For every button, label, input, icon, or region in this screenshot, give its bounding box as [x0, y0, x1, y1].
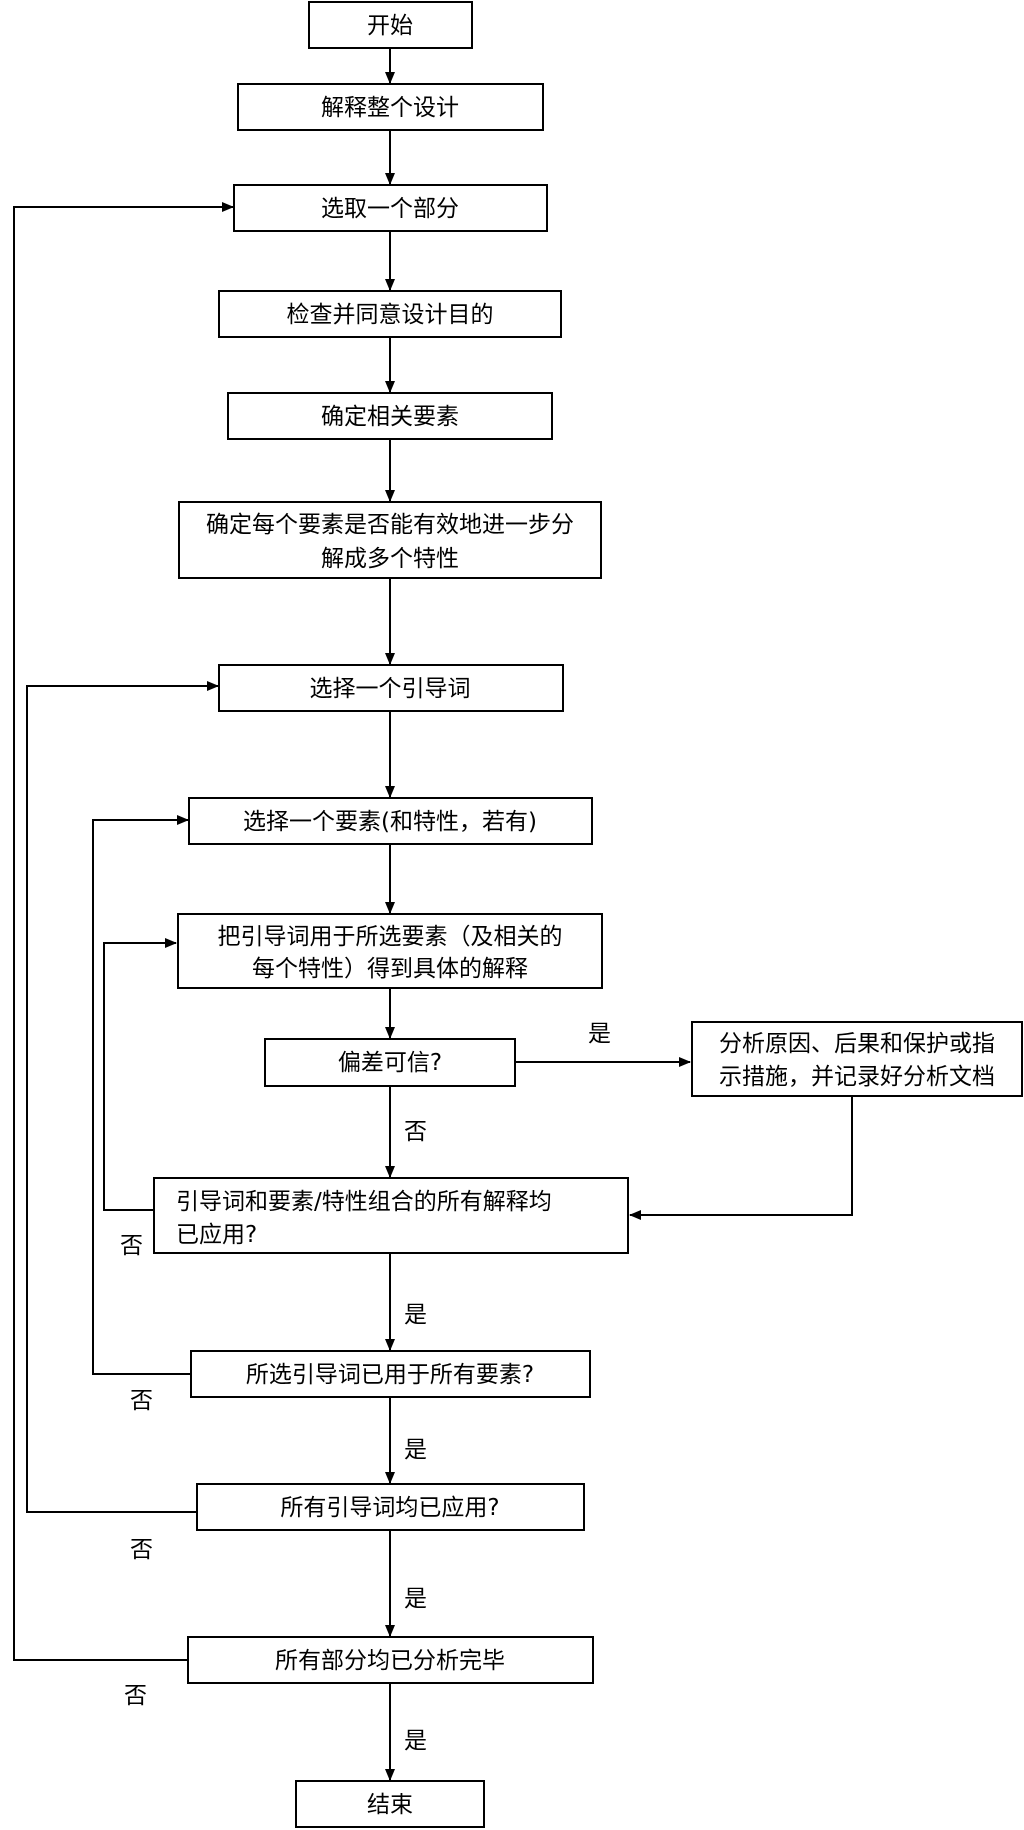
label-interpretations-yes: 是 [404, 1302, 427, 1328]
node-label: 选择一个要素(和特性，若有) [243, 809, 537, 835]
node-deviation-credible: 偏差可信? [264, 1038, 516, 1087]
node-label: 选择一个引导词 [310, 676, 471, 702]
node-label-line2: 已应用? [176, 1222, 257, 1248]
node-label-line2: 每个特性）得到具体的解释 [252, 956, 528, 982]
node-all-guidewords: 所有引导词均已应用? [196, 1483, 585, 1531]
node-select-element: 选择一个要素(和特性，若有) [188, 797, 593, 845]
node-label: 确定相关要素 [321, 404, 459, 430]
node-guideword-all-elements: 所选引导词已用于所有要素? [190, 1350, 591, 1398]
label-deviation-yes: 是 [588, 1021, 611, 1047]
node-explain-design: 解释整个设计 [237, 83, 544, 131]
node-label: 所有部分均已分析完毕 [275, 1648, 505, 1674]
node-label: 解释整个设计 [321, 95, 459, 121]
edge-analyze-interpretations [629, 1096, 853, 1220]
node-select-guideword: 选择一个引导词 [218, 664, 564, 712]
label-parts-yes: 是 [404, 1728, 427, 1754]
edge-parts-loop-select-part [13, 202, 234, 1661]
node-label-line1: 分析原因、后果和保护或指 [719, 1031, 995, 1057]
node-label: 所选引导词已用于所有要素? [246, 1362, 534, 1388]
edge-elements-loop-element [92, 815, 190, 1375]
node-label: 结束 [367, 1792, 413, 1818]
label-parts-no: 否 [124, 1683, 147, 1709]
edge-labels: 是 否 否 是 否 是 否 是 否 是 [120, 1021, 611, 1754]
edge-guidewords-loop-guideword [26, 681, 219, 1513]
node-label: 检查并同意设计目的 [287, 302, 494, 328]
node-label-line1: 引导词和要素/特性组合的所有解释均 [176, 1189, 552, 1215]
node-identify-elements: 确定相关要素 [227, 392, 553, 440]
edge-interpretations-loop-apply [103, 938, 177, 1211]
node-apply-guideword: 把引导词用于所选要素（及相关的 每个特性）得到具体的解释 [177, 913, 603, 989]
label-guidewords-yes: 是 [404, 1586, 427, 1612]
node-end: 结束 [295, 1780, 485, 1828]
node-label: 偏差可信? [338, 1050, 442, 1076]
label-elements-no: 否 [130, 1388, 153, 1414]
node-label-line2: 示措施，并记录好分析文档 [719, 1064, 995, 1090]
node-label: 选取一个部分 [321, 196, 459, 222]
edges [13, 48, 853, 1781]
node-all-interpretations: 引导词和要素/特性组合的所有解释均 已应用? [153, 1177, 629, 1254]
label-elements-yes: 是 [404, 1437, 427, 1463]
node-analyze: 分析原因、后果和保护或指 示措施，并记录好分析文档 [691, 1021, 1023, 1097]
label-deviation-no: 否 [404, 1119, 427, 1145]
node-label: 所有引导词均已应用? [280, 1495, 499, 1521]
node-all-parts: 所有部分均已分析完毕 [187, 1636, 594, 1684]
node-select-part: 选取一个部分 [233, 184, 548, 232]
node-label-line2: 解成多个特性 [321, 546, 459, 572]
node-decompose: 确定每个要素是否能有效地进一步分 解成多个特性 [178, 501, 602, 579]
node-label-line1: 确定每个要素是否能有效地进一步分 [206, 512, 574, 538]
node-label: 开始 [367, 13, 413, 39]
node-start: 开始 [308, 1, 473, 49]
label-interpretations-no: 否 [120, 1233, 143, 1259]
label-guidewords-no: 否 [130, 1537, 153, 1563]
node-label-line1: 把引导词用于所选要素（及相关的 [218, 924, 563, 950]
node-check-intent: 检查并同意设计目的 [218, 290, 562, 338]
